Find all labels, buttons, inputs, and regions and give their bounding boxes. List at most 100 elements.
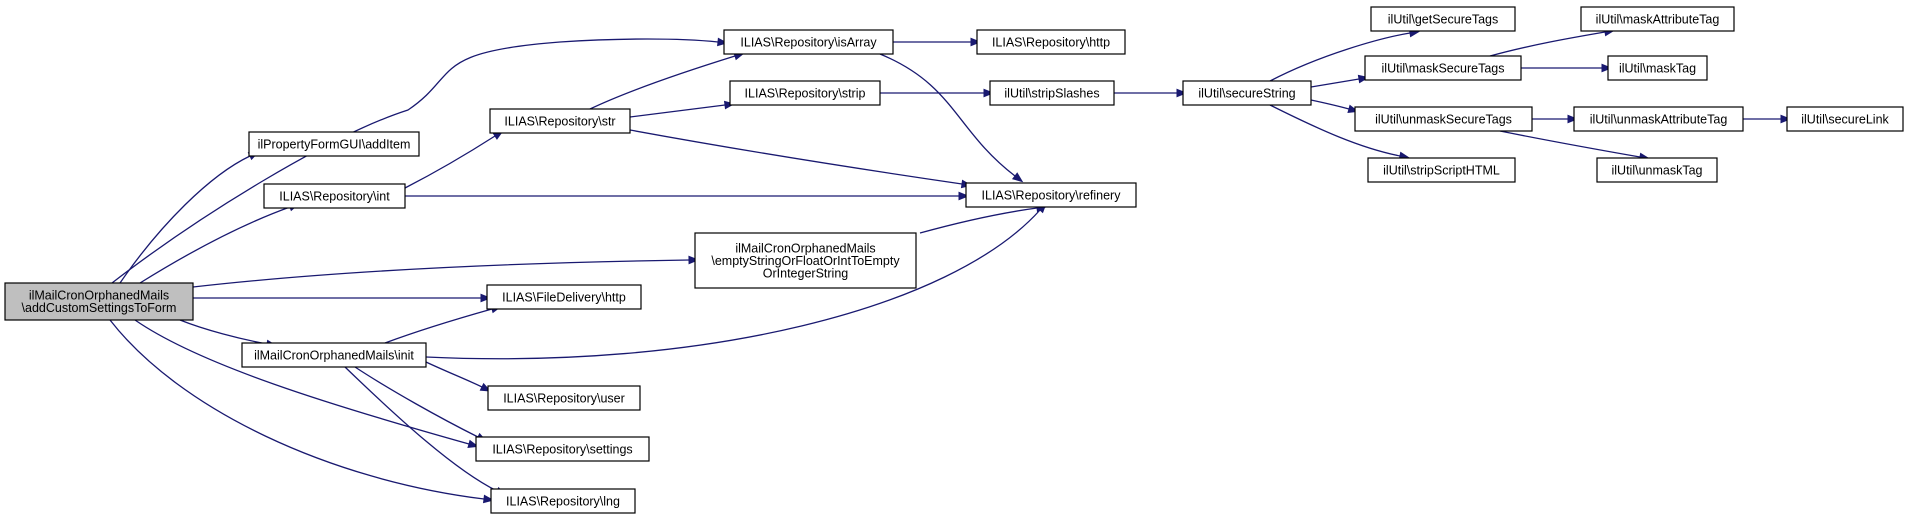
arrowhead-icon [480,293,492,303]
node-stripscripthtml[interactable]: ilUtil\stripScriptHTML [1367,157,1516,183]
edge-masksecuretags-to-maskattributetag [1489,27,1616,57]
node-label: ILIAS\Repository\user [503,391,625,405]
node-label: ilUtil\unmaskSecureTags [1375,112,1512,126]
edge-emptystr-to-refinery [919,203,1048,234]
node-unmasktag[interactable]: ilUtil\unmaskTag [1596,157,1718,183]
node-maskattributetag[interactable]: ilUtil\maskAttributeTag [1580,6,1735,32]
node-box [1573,106,1744,132]
node-str[interactable]: ILIAS\Repository\str [489,108,631,134]
edge-int-to-refinery [405,191,970,201]
arrowhead-icon [717,37,729,47]
node-rhttp[interactable]: ILIAS\Repository\http [976,29,1126,55]
node-label: \addCustomSettingsToForm [22,301,177,315]
node-label: OrIntegerString [763,266,849,280]
node-masksecuretags[interactable]: ilUtil\maskSecureTags [1364,55,1522,81]
edge-str-to-isarray [589,52,745,110]
node-masktag[interactable]: ilUtil\maskTag [1607,55,1708,81]
node-int[interactable]: ILIAS\Repository\int [263,183,406,209]
node-box [489,108,631,134]
edge-addcustom-to-lng [109,319,495,504]
node-box [1354,106,1533,132]
arrowhead-icon [1567,114,1579,124]
node-label: ILIAS\Repository\isArray [740,35,877,49]
node-user[interactable]: ILIAS\Repository\user [487,385,641,411]
arrowhead-icon [1780,114,1792,124]
node-isarray[interactable]: ILIAS\Repository\isArray [723,29,894,55]
edge-addcustom-to-isarray [111,37,729,284]
edge-str-to-refinery [629,129,973,189]
node-box [263,183,406,209]
node-label: ILIAS\Repository\settings [492,442,632,456]
node-box [1367,157,1516,183]
node-label: ilPropertyFormGUI\addItem [258,137,411,151]
node-label: ilUtil\unmaskAttributeTag [1590,112,1728,126]
edge-line [119,155,251,284]
nodes-layer: ilMailCronOrphanedMails\addCustomSetting… [4,6,1904,514]
edge-addcustom-to-int [139,203,300,284]
node-box [248,131,420,157]
node-label: ilMailCronOrphanedMails [735,241,875,255]
node-stripslashes[interactable]: ilUtil\stripSlashes [989,80,1115,106]
node-emptystr[interactable]: ilMailCronOrphanedMails\emptyStringOrFlo… [694,232,917,289]
node-label: ILIAS\Repository\lng [506,494,620,508]
node-securelink[interactable]: ilUtil\secureLink [1786,106,1904,132]
node-box [1580,6,1735,32]
edge-line [1269,104,1401,157]
arrowhead-icon [983,88,995,98]
node-box [490,488,636,514]
edge-line [344,366,498,492]
node-label: ilMailCronOrphanedMails [29,289,169,303]
arrowhead-icon [1601,63,1613,73]
node-box [1596,157,1718,183]
node-lng[interactable]: ILIAS\Repository\lng [490,488,636,514]
arrowhead-icon [1176,88,1188,98]
node-strip[interactable]: ILIAS\Repository\strip [729,80,881,106]
node-label: ILIAS\Repository\http [992,35,1110,49]
edge-strip-to-stripslashes [880,88,995,98]
node-getsecuretags[interactable]: ilUtil\getSecureTags [1370,6,1516,32]
node-label: ilUtil\maskTag [1619,61,1696,75]
edge-isarray-to-refinery [879,53,1024,183]
node-box [487,385,641,411]
node-box [1786,106,1904,132]
arrowhead-icon [958,191,970,201]
edge-line [425,361,483,388]
edge-line [179,319,268,345]
edges-layer [109,27,1792,504]
edge-int-to-str [404,130,504,189]
node-init[interactable]: ilMailCronOrphanedMails\init [241,342,427,368]
node-settings[interactable]: ILIAS\Repository\settings [475,436,650,462]
arrowhead-icon [467,439,479,449]
edge-line [1310,78,1360,88]
node-label: ILIAS\Repository\strip [745,86,866,100]
edge-init-to-fdhttp [384,304,502,344]
node-fdhttp[interactable]: ILIAS\FileDelivery\http [486,284,642,310]
edge-isarray-to-rhttp [893,37,982,47]
edge-line [1489,31,1606,57]
node-additem[interactable]: ilPropertyFormGUI\addItem [248,131,420,157]
node-unmaskattributetag[interactable]: ilUtil\unmaskAttributeTag [1573,106,1744,132]
arrowhead-icon [1011,172,1024,183]
node-addcustom[interactable]: ilMailCronOrphanedMails\addCustomSetting… [4,282,194,321]
node-label: ilUtil\maskSecureTags [1382,61,1505,75]
edge-line [384,308,493,344]
edge-stripslashes-to-securestring [1114,88,1188,98]
node-label: ILIAS\Repository\int [279,189,390,203]
node-label: ilUtil\secureLink [1801,112,1889,126]
node-label: ilMailCronOrphanedMails\init [254,348,414,362]
edge-line [111,38,719,284]
node-label: \emptyStringOrFloatOrIntToEmpty [711,254,900,268]
node-securestring[interactable]: ilUtil\secureString [1182,80,1312,106]
edge-line [1310,99,1350,110]
node-label: ilUtil\maskAttributeTag [1596,12,1720,26]
edge-line [134,319,470,445]
node-unmasksecuretags[interactable]: ilUtil\unmaskSecureTags [1354,106,1533,132]
node-box [1182,80,1312,106]
node-box [1364,55,1522,81]
node-label: ilUtil\unmaskTag [1611,163,1702,177]
edge-line [192,259,690,288]
node-refinery[interactable]: ILIAS\Repository\refinery [965,182,1137,208]
edge-line [404,135,496,189]
node-box [4,282,194,321]
